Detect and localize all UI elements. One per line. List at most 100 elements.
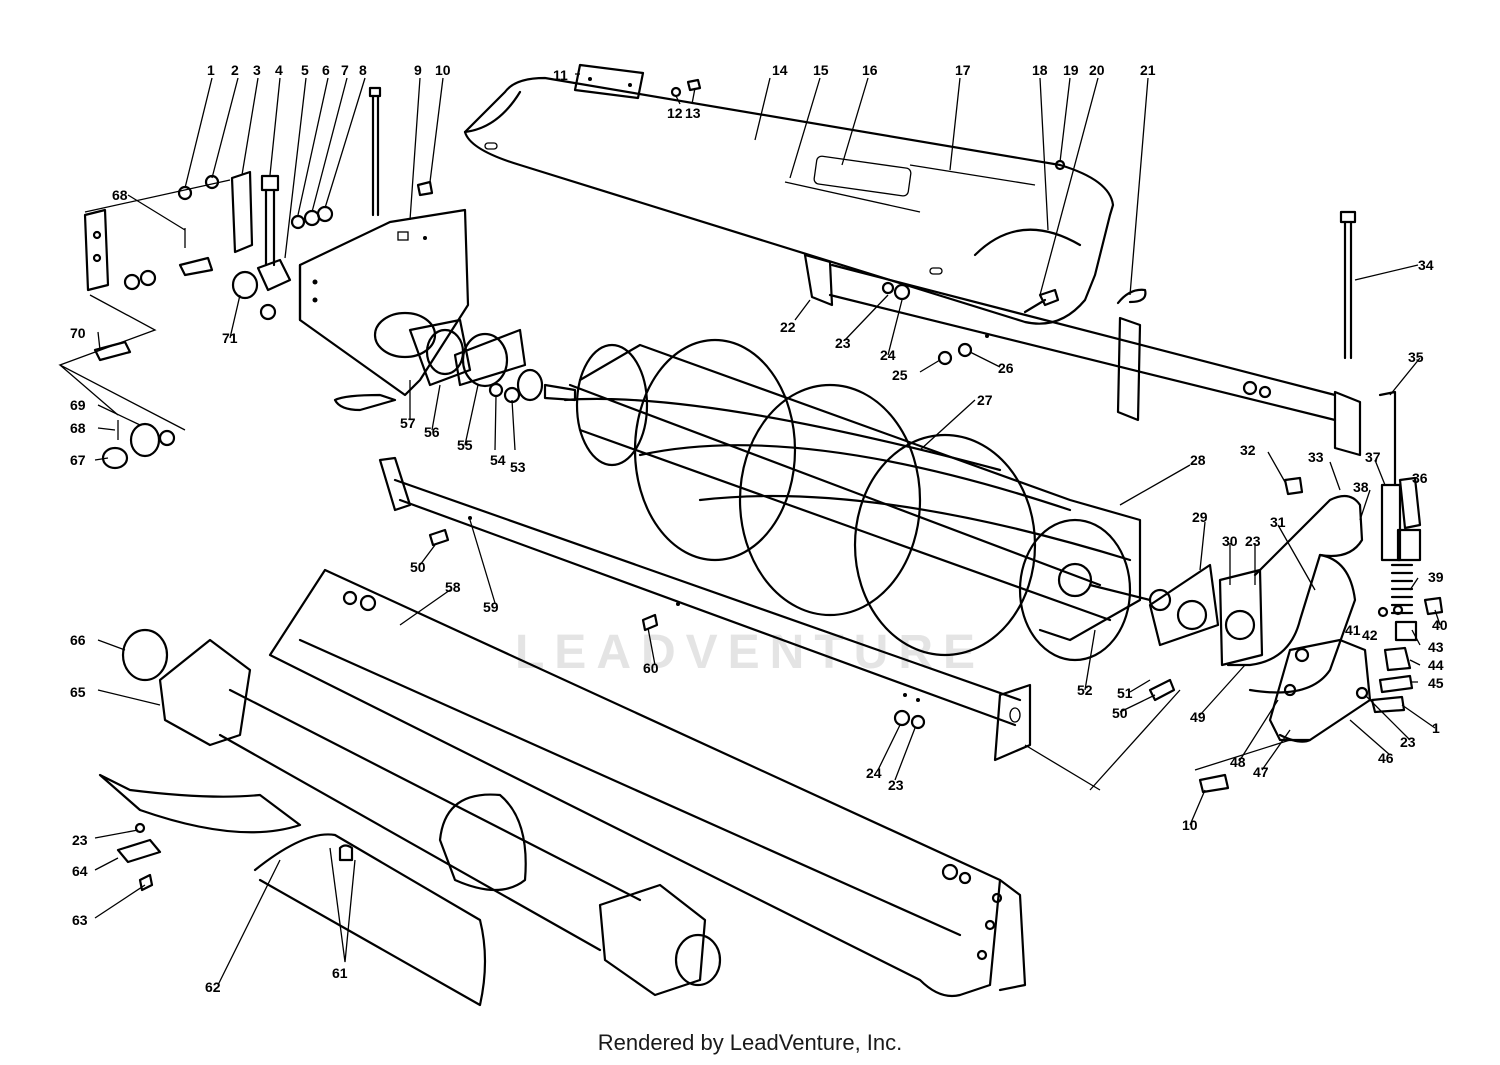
callout-19: 19 [1063,62,1079,78]
callout-32: 32 [1240,442,1256,458]
callout-6: 6 [322,62,330,78]
callout-34: 34 [1418,257,1434,273]
callout-30: 30 [1222,533,1238,549]
callout-23-c: 23 [1400,734,1416,750]
left-hardware [93,340,176,470]
callout-48: 48 [1230,754,1246,770]
callout-45: 45 [1428,675,1444,691]
callout-39: 39 [1428,569,1444,585]
callout-50-b: 50 [410,559,426,575]
callout-63: 63 [72,912,88,928]
callout-25: 25 [892,367,908,383]
callout-59: 59 [483,599,499,615]
callout-16: 16 [862,62,878,78]
callout-46: 46 [1378,750,1394,766]
callout-64: 64 [72,863,88,879]
footer-credit: Rendered by LeadVenture, Inc. [597,1030,903,1055]
callout-labels: 1 2 3 4 5 6 7 8 9 10 11 12 13 14 15 16 1… [70,62,1448,995]
left-adjuster [83,170,334,321]
callout-35: 35 [1408,349,1424,365]
callout-62: 62 [205,979,221,995]
callout-1-b: 1 [1432,720,1440,736]
clip [1116,288,1147,305]
top-shield [463,76,1115,325]
callout-42: 42 [1362,627,1378,643]
callout-47: 47 [1253,764,1269,780]
watermark: LEADVENTURE [515,626,985,679]
callout-15: 15 [813,62,829,78]
callout-33: 33 [1308,449,1324,465]
cross-tube [378,456,1032,762]
callout-24-a: 24 [880,347,896,363]
leader-lines [94,73,1441,986]
callout-8: 8 [359,62,367,78]
callout-67: 67 [70,452,86,468]
callout-11: 11 [553,67,568,83]
callout-58: 58 [445,579,461,595]
callout-20: 20 [1089,62,1105,78]
callout-49: 49 [1190,709,1206,725]
callout-38: 38 [1353,479,1369,495]
callout-71: 71 [222,330,238,346]
callout-4: 4 [275,62,283,78]
rear-bracket-bar [803,253,1362,457]
right-side-frame [1148,476,1372,794]
callout-23-b: 23 [1245,533,1261,549]
callout-37: 37 [1365,449,1381,465]
callout-57: 57 [400,415,416,431]
callout-28: 28 [1190,452,1206,468]
callout-31: 31 [1270,514,1286,530]
callout-51: 51 [1117,685,1133,701]
front-roller [121,628,722,997]
screw-12-13 [670,78,702,98]
callout-9: 9 [414,62,422,78]
front-blade [98,773,487,1007]
callout-10: 10 [435,62,451,78]
left-bearings [373,311,577,404]
callout-53: 53 [510,459,526,475]
callout-68-a: 68 [70,420,86,436]
bed-bar [268,568,1027,998]
callout-5: 5 [301,62,309,78]
callout-1: 1 [207,62,215,78]
callout-70: 70 [70,325,86,341]
callout-23-d: 23 [888,777,904,793]
callout-12: 12 [667,105,683,121]
callout-2: 2 [231,62,239,78]
callout-23-e: 23 [72,832,88,848]
callout-50-a: 50 [1112,705,1128,721]
decal-plate [573,63,645,100]
callout-17: 17 [955,62,971,78]
group-brackets [58,179,1291,791]
callout-21: 21 [1140,62,1156,78]
reel-assembly [563,338,1152,662]
callout-41: 41 [1345,622,1361,638]
callout-13: 13 [685,105,701,121]
callout-40: 40 [1432,617,1448,633]
callout-3: 3 [253,62,261,78]
callout-14: 14 [772,62,788,78]
bolts-19-20 [1023,159,1066,314]
callout-43: 43 [1428,639,1444,655]
callout-29: 29 [1192,509,1208,525]
right-adjuster [1355,390,1444,714]
callout-26: 26 [998,360,1014,376]
callout-44: 44 [1428,657,1444,673]
callout-68-b: 68 [112,187,128,203]
callout-24-b: 24 [866,765,882,781]
callout-22: 22 [780,319,796,335]
callout-56: 56 [424,424,440,440]
callout-69: 69 [70,397,86,413]
callout-55: 55 [457,437,473,453]
callout-27: 27 [977,392,993,408]
callout-52: 52 [1077,682,1093,698]
callout-65: 65 [70,684,86,700]
callout-61: 61 [332,965,348,981]
left-side-plate [298,86,470,412]
long-bolt [1339,210,1357,360]
callout-66: 66 [70,632,86,648]
callout-36: 36 [1412,470,1428,486]
callout-54: 54 [490,452,506,468]
callout-7: 7 [341,62,349,78]
